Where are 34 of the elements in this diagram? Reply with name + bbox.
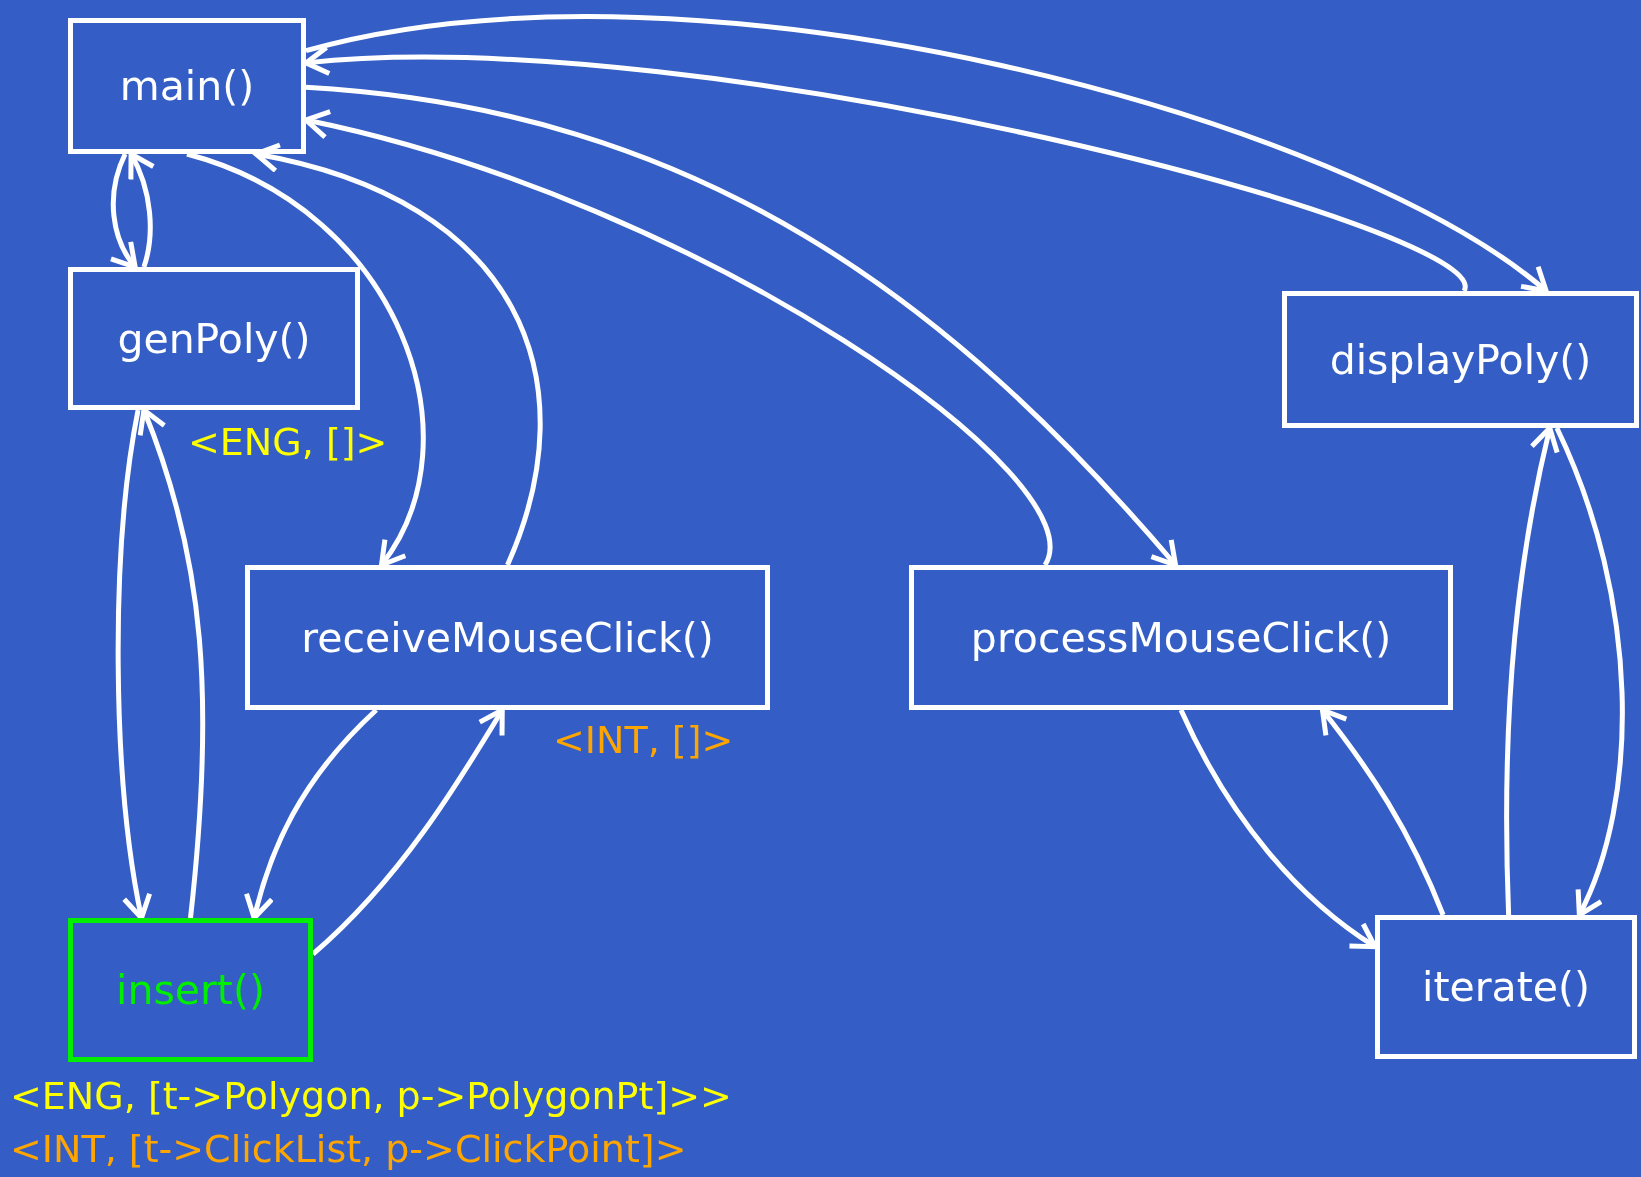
call-arrow xyxy=(1319,707,1446,916)
call-arrow xyxy=(115,409,153,921)
function-name: iterate() xyxy=(1422,963,1590,1011)
annotation-text: <INT, [t->ClickList, p->ClickPoint]> xyxy=(10,1127,687,1173)
function-name: insert() xyxy=(116,966,265,1014)
function-box xyxy=(68,267,360,410)
function-name: main() xyxy=(119,62,255,110)
call-arrow xyxy=(127,151,156,268)
call-arrow xyxy=(1504,425,1560,916)
call-arrow xyxy=(137,407,206,919)
annotation-text: <ENG, []> xyxy=(188,420,388,466)
function-name: receiveMouseClick() xyxy=(301,613,714,662)
call-arrow xyxy=(1554,427,1625,918)
function-name: processMouseClick() xyxy=(970,613,1392,662)
function-box xyxy=(68,918,313,1062)
annotation-text: <ENG, [t->Polygon, p->PolygonPt]>> xyxy=(10,1074,732,1120)
function-box xyxy=(245,565,770,710)
call-arrow xyxy=(108,153,138,270)
call-arrow xyxy=(311,707,505,956)
call-arrow xyxy=(305,15,1549,294)
call-arrow xyxy=(1178,708,1378,950)
function-box xyxy=(1282,291,1639,428)
function-box xyxy=(1375,915,1637,1059)
call-arrow xyxy=(253,143,543,566)
call-arrow xyxy=(303,46,1467,292)
call-arrow xyxy=(305,84,1179,568)
function-box xyxy=(68,18,306,154)
call-arrow xyxy=(186,151,426,568)
annotation-text: <INT, []> xyxy=(553,718,734,764)
function-name: genPoly() xyxy=(117,314,311,363)
call-arrow xyxy=(303,110,1051,566)
call-arrow xyxy=(244,708,378,921)
function-name: displayPoly() xyxy=(1329,335,1592,384)
function-box xyxy=(909,565,1453,710)
